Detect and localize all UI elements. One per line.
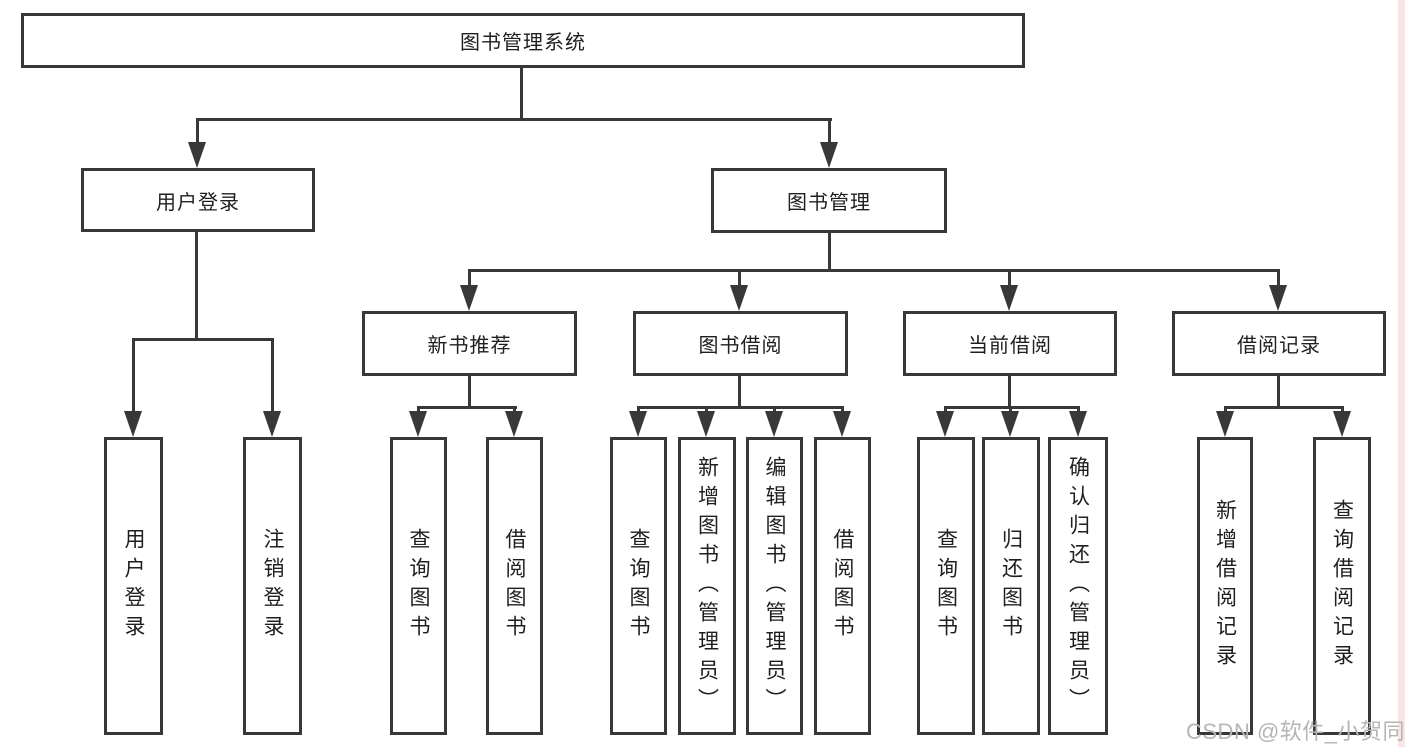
connector-level3-drop	[468, 269, 471, 291]
arrow-down-icon	[124, 411, 142, 437]
connector-level3-drop	[1008, 269, 1011, 291]
arrow-down-icon	[730, 285, 748, 311]
connector-group-stem	[1008, 376, 1011, 409]
arrow-down-icon	[1333, 411, 1351, 437]
leaf-add-books-admin: 新增图书（管理员）	[678, 437, 736, 735]
connector-group-rail	[637, 406, 844, 409]
arrow-down-icon	[505, 411, 523, 437]
node-current-borrowing: 当前借阅	[903, 311, 1117, 376]
node-borrowing-records: 借阅记录	[1172, 311, 1386, 376]
arrow-down-icon	[765, 411, 783, 437]
connector-level3-drop	[1277, 269, 1280, 291]
arrow-down-icon	[697, 411, 715, 437]
connector-group-stem	[1277, 376, 1280, 409]
connector-group-stem	[468, 376, 471, 409]
connector-group-rail	[417, 406, 517, 409]
node-library-system: 图书管理系统	[21, 13, 1025, 68]
node-new-book-recommendation: 新书推荐	[362, 311, 577, 376]
connector-level2-rail	[196, 118, 832, 121]
leaf-query-borrow-record: 查询借阅记录	[1313, 437, 1371, 735]
arrow-down-icon	[188, 142, 206, 168]
leaf-edit-books-admin: 编辑图书（管理员）	[746, 437, 803, 735]
connector-level3-rail	[468, 269, 1280, 272]
right-edge-tint	[1398, 0, 1405, 747]
leaf-query-books-borrow: 查询图书	[610, 437, 667, 735]
leaf-query-books-recommend: 查询图书	[390, 437, 447, 735]
connector-book-management-drop	[828, 118, 831, 146]
arrow-down-icon	[833, 411, 851, 437]
connector-user-login-stem	[195, 232, 198, 341]
connector-group-rail	[1224, 406, 1344, 409]
connector-leaf-drop	[132, 338, 135, 414]
arrow-down-icon	[1000, 285, 1018, 311]
arrow-down-icon	[409, 411, 427, 437]
leaf-borrow-books-recommend: 借阅图书	[486, 437, 543, 735]
leaf-confirm-return-admin: 确认归还（管理员）	[1048, 437, 1108, 735]
connector-group-rail	[944, 406, 1080, 409]
arrow-down-icon	[936, 411, 954, 437]
leaf-query-books-current: 查询图书	[917, 437, 975, 735]
connector-level3-drop	[738, 269, 741, 291]
connector-user-login-drop	[196, 118, 199, 146]
arrow-down-icon	[629, 411, 647, 437]
connector-leaf-drop	[271, 338, 274, 414]
node-user-login: 用户登录	[81, 168, 315, 232]
arrow-down-icon	[460, 285, 478, 311]
connector-group-stem	[738, 376, 741, 409]
leaf-borrow-books: 借阅图书	[814, 437, 871, 735]
node-book-borrowing: 图书借阅	[633, 311, 848, 376]
leaf-add-borrow-record: 新增借阅记录	[1197, 437, 1253, 735]
leaf-logout: 注销登录	[243, 437, 302, 735]
connector-user-login-rail	[132, 338, 274, 341]
arrow-down-icon	[1216, 411, 1234, 437]
arrow-down-icon	[263, 411, 281, 437]
node-book-management: 图书管理	[711, 168, 947, 233]
connector-root-stem	[520, 68, 523, 121]
leaf-return-books: 归还图书	[982, 437, 1040, 735]
leaf-user-login: 用户登录	[104, 437, 163, 735]
arrow-down-icon	[1069, 411, 1087, 437]
connector-book-management-stem	[828, 233, 831, 272]
arrow-down-icon	[1001, 411, 1019, 437]
arrow-down-icon	[1269, 285, 1287, 311]
arrow-down-icon	[820, 142, 838, 168]
csdn-watermark: CSDN @软件_小贺同学	[1186, 719, 1405, 744]
